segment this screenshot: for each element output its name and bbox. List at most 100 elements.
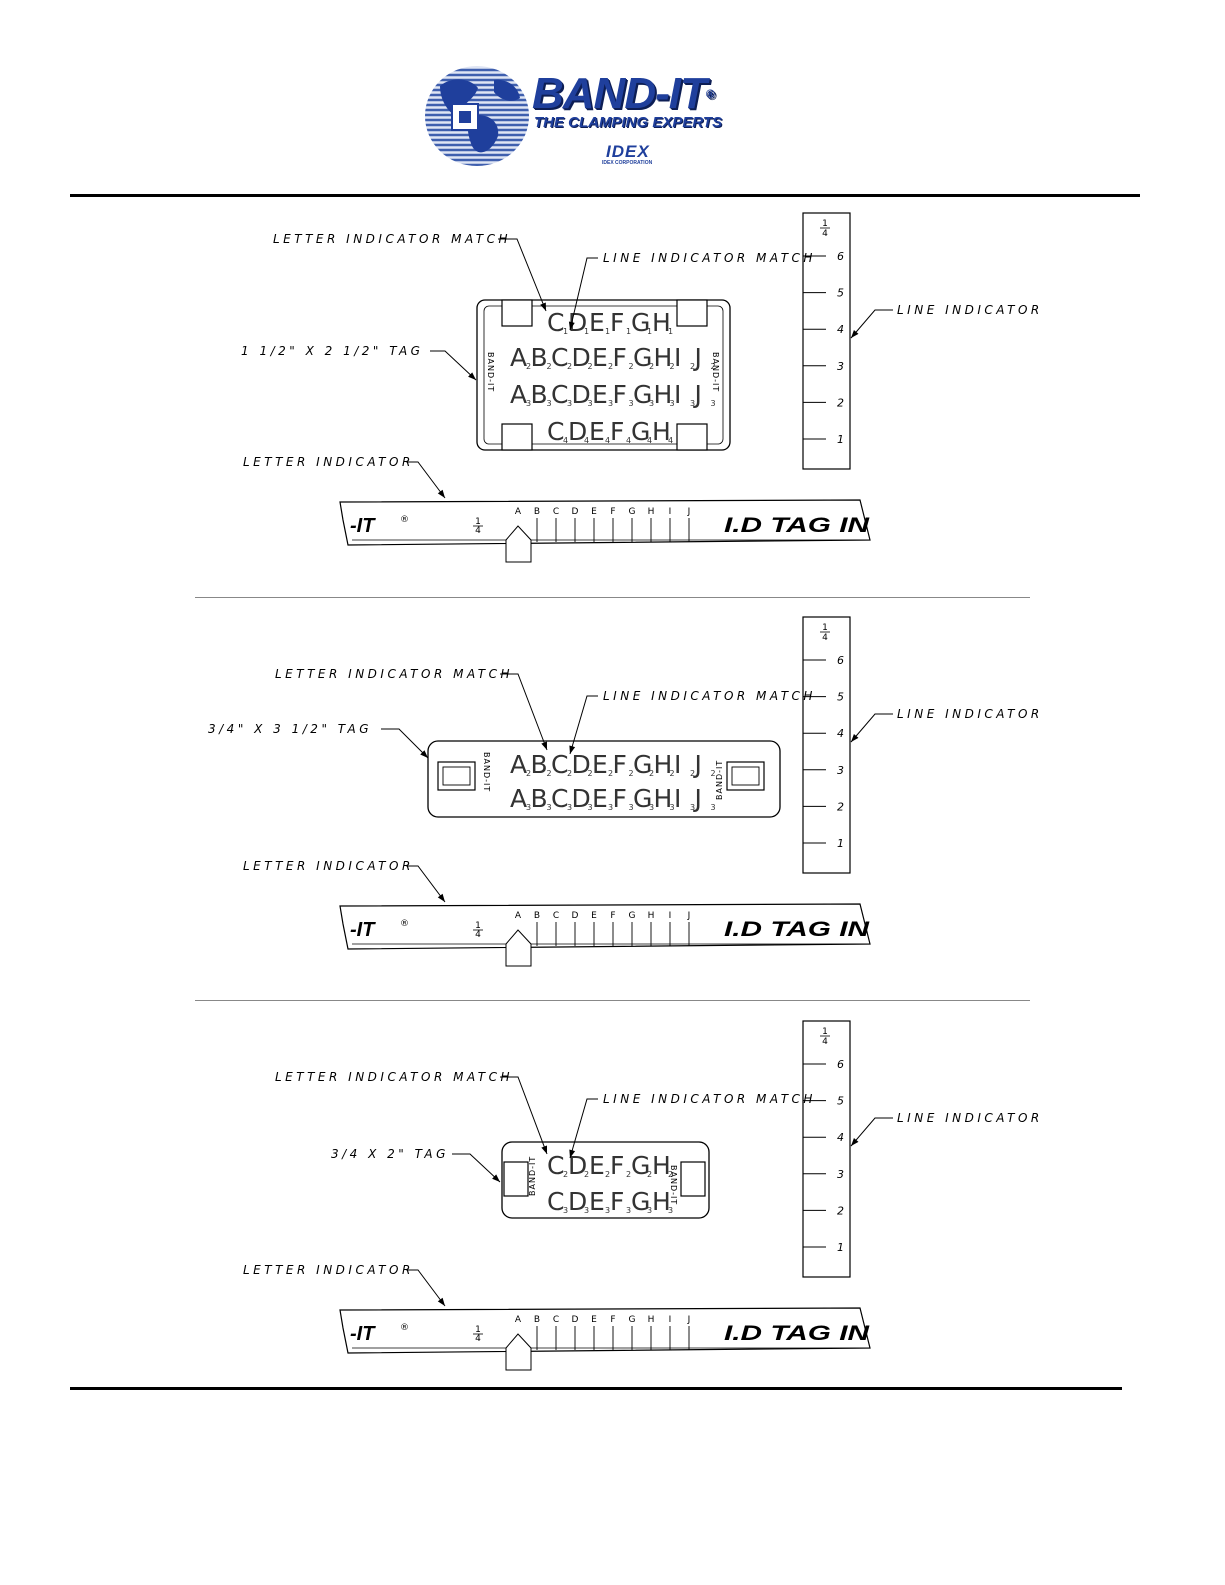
band-letter: I (669, 911, 672, 921)
tag-subscript: 3 (629, 399, 634, 408)
tag-subscript: 2 (668, 1170, 673, 1179)
tag-subscript: 2 (547, 769, 552, 778)
brand-logo: BAND-IT® THE CLAMPING EXPERTS IDEX IDEX … (532, 72, 772, 172)
tag-subscript: 3 (711, 803, 716, 812)
tag-subscript: 3 (547, 399, 552, 408)
tag-letter: H (654, 380, 671, 409)
ruler-number: 3 (837, 360, 844, 373)
tag-subscript: 3 (670, 399, 675, 408)
tag-subscript: 2 (547, 362, 552, 371)
tag-letter: E (589, 1151, 604, 1180)
tag-letter: B (531, 750, 547, 779)
letter-match-leader (500, 673, 548, 751)
ruler-fraction-bottom: 4 (822, 229, 828, 239)
ruler-number: 4 (837, 1131, 844, 1144)
band-letter: A (515, 507, 522, 517)
band-logo-text: -IT (350, 515, 376, 537)
tag-subscript: 3 (649, 399, 654, 408)
band-letter: E (591, 1315, 597, 1325)
tag-slot-icon (503, 1161, 529, 1197)
globe-logo-icon (425, 66, 529, 166)
band-strip (339, 1307, 871, 1354)
tag-subscript: 4 (668, 436, 673, 445)
tag-subscript: 3 (584, 1206, 589, 1215)
line-match-leader (569, 695, 598, 755)
tag-slot-inner (442, 766, 471, 786)
tag-slot-icon (680, 1161, 706, 1197)
line-indicator-match-label: LINE INDICATOR MATCH (603, 689, 816, 703)
tag-letter: D (568, 1151, 586, 1180)
tag-subscript: 2 (690, 362, 695, 371)
band-fraction-bottom: 4 (475, 1334, 481, 1344)
tag-letter: A (510, 784, 527, 813)
tag-subscript: 4 (647, 436, 652, 445)
tag-letter: A (510, 380, 527, 409)
tag-slot-icon (676, 299, 708, 327)
arrow-head-icon (468, 372, 476, 380)
tag-letter: D (572, 784, 590, 813)
letter-indicator-match-label: LETTER INDICATOR MATCH (273, 232, 511, 246)
tag-subscript: 3 (588, 399, 593, 408)
ruler-fraction-top: 1 (822, 1027, 828, 1037)
ruler-number: 6 (837, 1058, 844, 1071)
line-indicator-leader (850, 713, 893, 743)
line-indicator-label: LINE INDICATOR (897, 707, 1043, 721)
tag-letter: C (551, 750, 568, 779)
tag-slot-icon (676, 423, 708, 451)
tag-letter: G (633, 343, 651, 372)
band-letter: D (572, 911, 579, 921)
band-tag-text: I.D TAG IN (724, 1322, 870, 1345)
tag-subscript: 2 (567, 362, 572, 371)
tag-letter: D (568, 1187, 586, 1216)
arrow-head-icon (437, 893, 445, 902)
tag-subscript: 3 (629, 803, 634, 812)
tag-subscript: 3 (670, 803, 675, 812)
band-letter: H (648, 507, 655, 517)
band-registered-mark: ® (400, 919, 409, 929)
arrow-head-icon (492, 1174, 500, 1182)
tag-outline (427, 740, 781, 818)
band-letter: F (610, 911, 615, 921)
tag-side-text: BAND-IT (528, 1156, 537, 1196)
tag-letter: H (652, 1187, 669, 1216)
band-letter: A (515, 911, 522, 921)
line-indicator-match-label: LINE INDICATOR MATCH (603, 251, 816, 265)
band-letter: C (553, 911, 559, 921)
tag-letter: D (572, 750, 590, 779)
ruler-number: 5 (837, 691, 844, 704)
band-letter: A (515, 1315, 522, 1325)
ruler-number: 2 (837, 396, 844, 409)
tag-subscript: 3 (626, 1206, 631, 1215)
letter-match-leader (500, 1076, 548, 1155)
tag-subscript: 2 (690, 769, 695, 778)
ruler-number: 5 (837, 287, 844, 300)
tag-subscript: 3 (588, 803, 593, 812)
tag-subscript: 4 (584, 436, 589, 445)
arrow-head-icon (540, 302, 546, 311)
tag-subscript: 2 (605, 1170, 610, 1179)
band-letter: C (553, 507, 559, 517)
tag-subscript: 3 (563, 1206, 568, 1215)
ruler-number: 6 (837, 654, 844, 667)
letter-match-leader (498, 238, 547, 312)
tag-subscript: 1 (668, 327, 673, 336)
tag-letter: E (589, 417, 604, 446)
arrow-head-icon (569, 1149, 576, 1158)
tag-letter: J (693, 343, 700, 372)
tag-subscript: 3 (567, 803, 572, 812)
line-match-leader (569, 257, 598, 331)
arrow-head-icon (541, 741, 547, 750)
tag-side-text: BAND-IT (669, 1165, 678, 1205)
tag-letter: J (693, 380, 700, 409)
band-registered-mark: ® (400, 1323, 409, 1333)
arrow-head-icon (851, 1137, 859, 1146)
tag-slot-icon (501, 299, 533, 327)
ruler-number: 1 (837, 837, 844, 850)
tag-subscript: 2 (526, 362, 531, 371)
letter-indicator-label: LETTER INDICATOR (243, 1263, 414, 1277)
band-letter: G (629, 1315, 636, 1325)
tag-letter: C (547, 1151, 564, 1180)
tag-subscript: 3 (690, 399, 695, 408)
tag-letter: F (610, 417, 623, 446)
